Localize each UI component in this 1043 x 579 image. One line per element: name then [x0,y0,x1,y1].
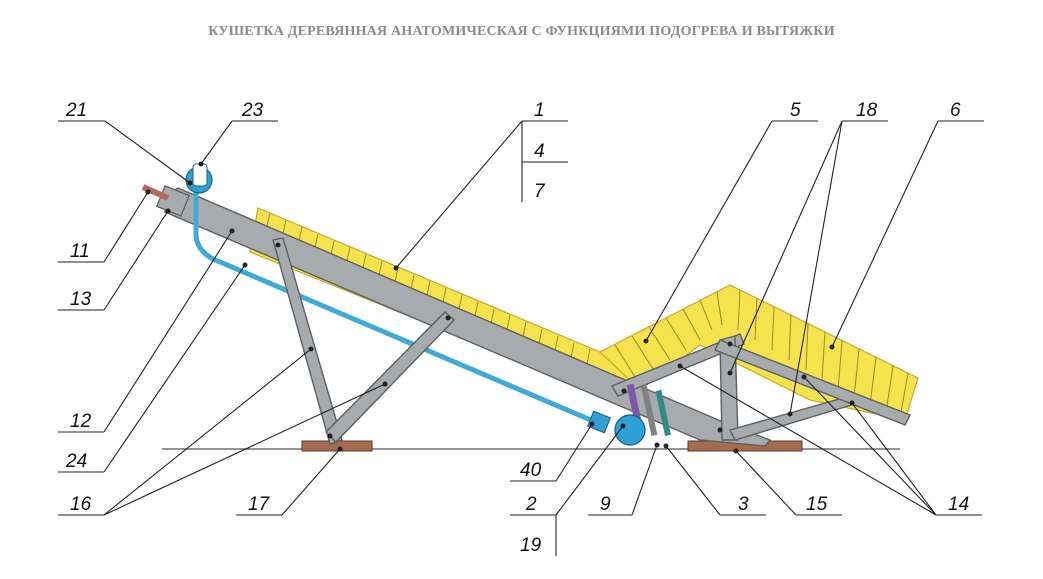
main-beam [164,187,772,447]
heating-tube [193,192,601,427]
leg-support [714,339,911,426]
label-9: 9 [600,494,611,515]
blower-nozzle [587,410,611,434]
label-7: 7 [534,181,546,202]
leader-lines [58,120,984,556]
label-14: 14 [948,494,969,515]
label-5: 5 [790,100,801,121]
label-17: 17 [248,494,271,515]
rod-gray [641,385,658,437]
label-24: 24 [65,451,87,472]
label-11: 11 [70,241,90,262]
diagram-title: КУШЕТКА ДЕРЕВЯННАЯ АНАТОМИЧЕСКАЯ С ФУНКЦ… [208,24,835,39]
label-3: 3 [738,494,749,515]
knee-post [719,335,739,441]
label-15: 15 [806,494,828,515]
label-16: 16 [70,494,92,515]
label-19: 19 [520,535,542,556]
rod-teal [655,389,671,437]
blower-top-inner [192,163,208,187]
label-12: 12 [70,411,92,432]
label-21: 21 [65,100,87,121]
label-4: 4 [534,141,545,162]
label-18: 18 [856,100,878,121]
foot-left [301,440,373,452]
blower-bottom [614,414,646,446]
label-40: 40 [520,460,542,481]
label-6: 6 [950,100,961,121]
label-23: 23 [241,100,264,121]
leg-strut-left [272,237,343,445]
head-rod [141,184,170,201]
label-2: 2 [525,494,537,515]
label-1: 1 [534,100,545,121]
label-13: 13 [70,289,92,310]
brace-strut-left [325,311,456,443]
